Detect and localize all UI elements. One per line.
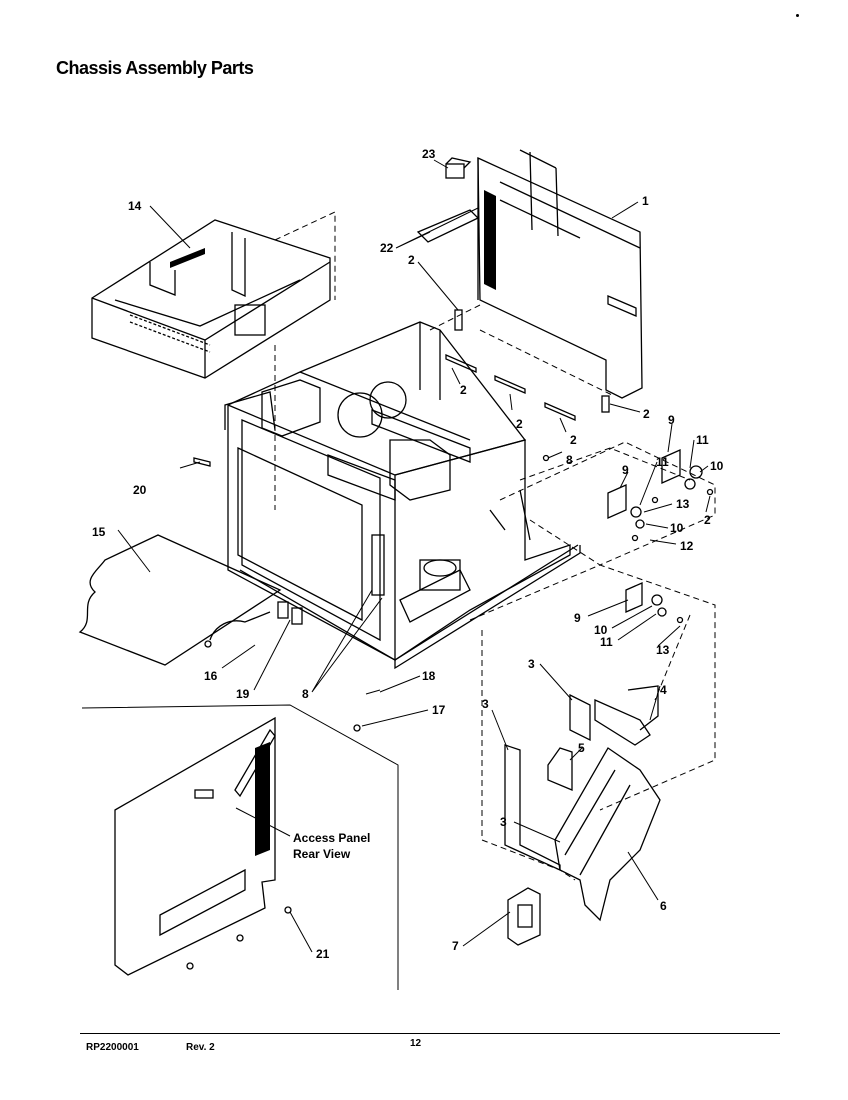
access-panel-label-view: Rear View	[293, 847, 351, 861]
part-18-line	[365, 689, 381, 695]
part-15-cover-sheet	[78, 534, 282, 666]
main-chassis	[224, 321, 581, 670]
callout-2: 2	[460, 383, 467, 397]
callout-16: 16	[204, 669, 218, 683]
callout-17: 17	[432, 703, 446, 717]
callout-10: 10	[594, 623, 608, 637]
callout-21: 21	[316, 947, 330, 961]
part-6-hinge-plate	[554, 747, 661, 922]
callout-11: 11	[696, 433, 709, 447]
callout-2: 2	[516, 417, 523, 431]
callout-19: 19	[236, 687, 250, 701]
callout-22: 22	[380, 241, 394, 255]
callout-2: 2	[570, 433, 577, 447]
callout-18: 18	[422, 669, 436, 683]
part-2-strips	[193, 309, 610, 467]
callout-2: 2	[643, 407, 650, 421]
part-19-feet	[277, 601, 303, 625]
callout-4: 4	[660, 683, 667, 697]
part-16-cable	[204, 611, 271, 648]
part-5-clip	[547, 747, 573, 791]
part-1-outer-wrapper	[477, 149, 643, 399]
corner-mark	[796, 14, 799, 17]
callout-11: 11	[656, 455, 669, 469]
part-7-switch	[507, 887, 541, 946]
callout-9: 9	[574, 611, 581, 625]
access-panel-label: Access Panel	[293, 831, 370, 845]
callout-2: 2	[704, 513, 711, 527]
callout-11: 11	[600, 635, 613, 649]
part-14-top-tray	[91, 219, 331, 379]
part-22-bracket	[416, 209, 480, 243]
page-title: Chassis Assembly Parts	[56, 58, 254, 78]
footer-rule	[80, 1033, 780, 1034]
callout-10: 10	[670, 521, 684, 535]
callout-13: 13	[676, 497, 690, 511]
callout-3: 3	[528, 657, 535, 671]
footer-page-number: 12	[410, 1038, 422, 1049]
callout-7: 7	[452, 939, 459, 953]
callout-10: 10	[710, 459, 724, 473]
part-23-fuse-holder	[445, 157, 472, 179]
callout-12: 12	[680, 539, 694, 553]
leader-lines	[117, 159, 711, 953]
part-17-screw	[353, 724, 361, 732]
callout-15: 15	[92, 525, 106, 539]
callout-3: 3	[482, 697, 489, 711]
callout-3: 3	[500, 815, 507, 829]
callout-5: 5	[578, 741, 585, 755]
part-3-rails	[504, 693, 591, 872]
callout-6: 6	[660, 899, 667, 913]
callout-8: 8	[302, 687, 309, 701]
callout-13: 13	[656, 643, 670, 657]
callout-2: 2	[408, 253, 415, 267]
footer-revision: Rev. 2	[186, 1042, 215, 1053]
callout-23: 23	[422, 147, 436, 161]
parts-9-13-hardware	[542, 448, 714, 624]
footer-doc-number: RP2200001	[86, 1042, 139, 1053]
callout-9: 9	[622, 463, 629, 477]
callout-20: 20	[133, 483, 147, 497]
part-4-latch	[594, 685, 659, 746]
callout-14: 14	[128, 199, 142, 213]
callout-8: 8	[566, 453, 573, 467]
access-panel	[114, 716, 292, 976]
callout-9: 9	[668, 413, 675, 427]
callout-1: 1	[642, 194, 649, 208]
